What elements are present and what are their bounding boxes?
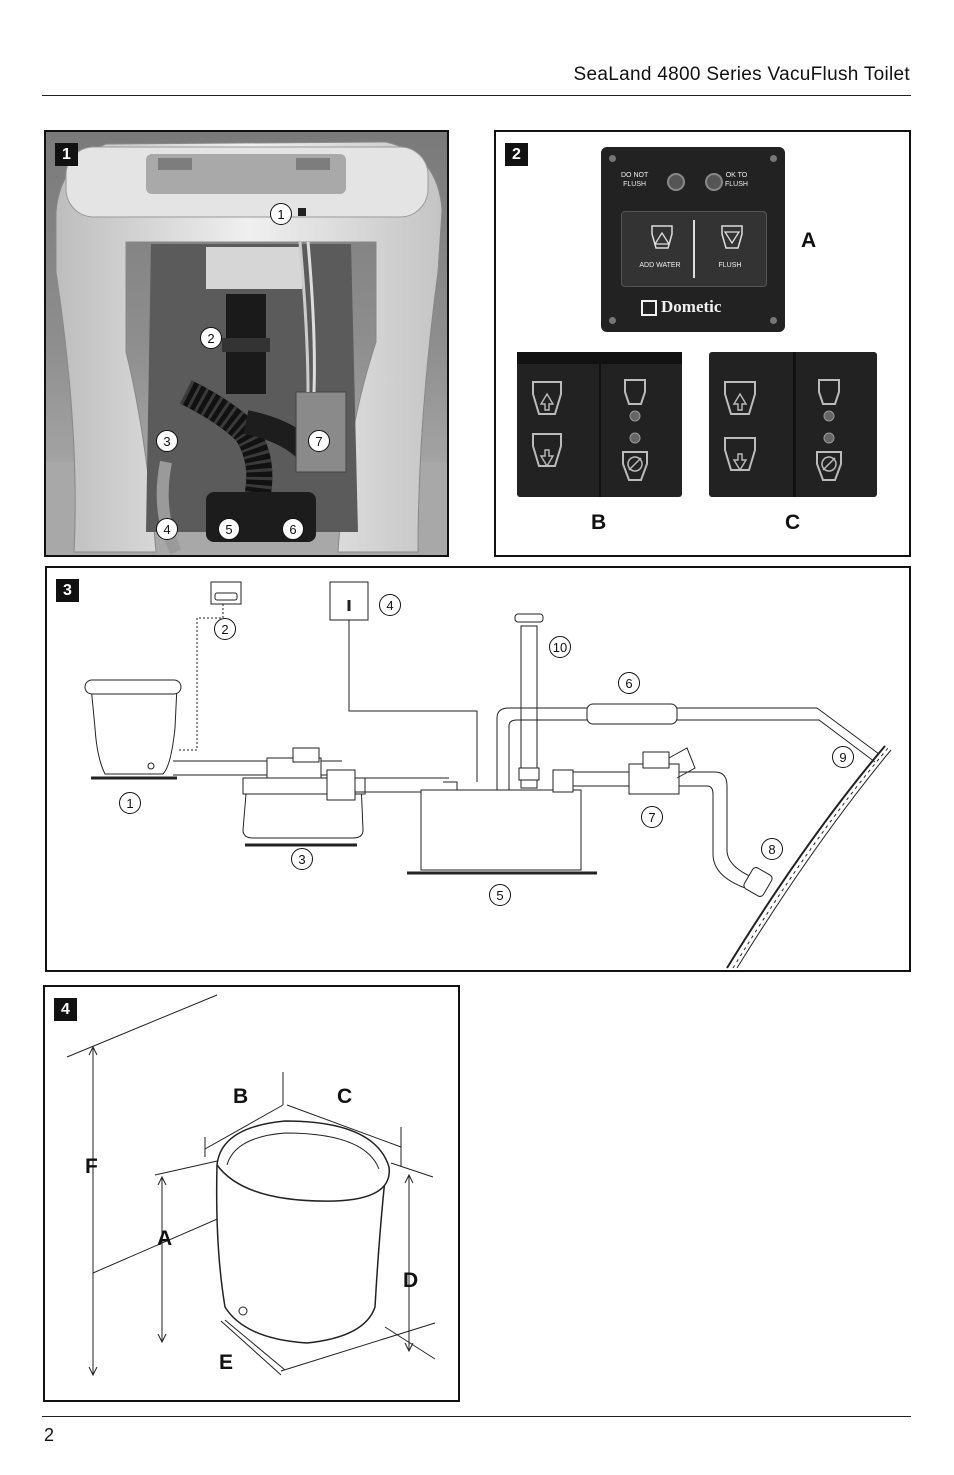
page-number: 2 — [44, 1425, 55, 1445]
figure-1-callout-3: 3 — [156, 430, 178, 452]
add-water-label: ADD WATER — [639, 262, 681, 269]
figure-3-number: 3 — [56, 579, 79, 602]
control-panel-c — [709, 352, 877, 497]
figure-3-callout-1: 1 — [119, 792, 141, 814]
figure-1-photo-panel: 1 1 2 3 4 — [44, 130, 449, 557]
figure-1-callout-1: 1 — [270, 203, 292, 225]
panel-b-icons — [532, 379, 648, 481]
figure-3-callout-3: 3 — [291, 848, 313, 870]
dimension-a-label: A — [157, 1227, 173, 1250]
add-water-flush-icons — [651, 225, 743, 249]
figure-4-dimensions-drawing: 4 — [43, 985, 460, 1402]
footer-rule — [42, 1416, 911, 1417]
panel-c-icons — [724, 379, 842, 481]
ok-to-flush-indicator-light — [705, 173, 723, 191]
do-not-flush-indicator-light — [667, 173, 685, 191]
header-rule — [42, 95, 911, 96]
figure-3-callout-6: 6 — [618, 672, 640, 694]
figure-3-callout-9: 9 — [832, 746, 854, 768]
dimension-f-label: F — [85, 1155, 98, 1178]
ok-to-flush-label-2: FLUSH — [725, 181, 748, 188]
dometic-logo-icon — [641, 300, 657, 317]
figure-3-callout-7: 7 — [641, 806, 663, 828]
figure-3-system-diagram: 3 — [45, 566, 911, 972]
figure-2-letter-c: C — [785, 511, 801, 534]
ok-to-flush-label-1: OK TO — [725, 172, 748, 179]
dimension-c-label: C — [337, 1085, 353, 1108]
figure-1-callout-2: 2 — [200, 327, 222, 349]
figure-2-letter-a: A — [801, 229, 817, 252]
figure-1-callout-7: 7 — [308, 430, 330, 452]
figure-3-callout-5: 5 — [489, 884, 511, 906]
figure-1-callout-6: 6 — [282, 518, 304, 540]
document-title: SeaLand 4800 Series VacuFlush Toilet — [573, 64, 910, 85]
control-panel-b — [517, 352, 682, 497]
figure-4-number: 4 — [54, 998, 77, 1021]
figure-1-number: 1 — [55, 143, 78, 166]
figure-3-callout-2: 2 — [214, 618, 236, 640]
dometic-brand: Dometic — [661, 297, 722, 316]
dimension-d-label: D — [403, 1269, 419, 1292]
plumbing-layout-drawing — [84, 581, 892, 969]
rocker-switch: ADD WATER FLUSH — [621, 211, 767, 287]
figure-2-letter-b: B — [591, 511, 607, 534]
figure-3-callout-4: 4 — [379, 594, 401, 616]
toilet-underside-photo — [46, 132, 447, 555]
control-panel-a: DO NOT FLUSH OK TO FLUSH ADD WATER FLUSH… — [601, 147, 785, 332]
figure-1-callout-5: 5 — [218, 518, 240, 540]
figure-1-callout-4: 4 — [156, 518, 178, 540]
flush-label: FLUSH — [718, 262, 742, 269]
figure-3-callout-8: 8 — [761, 838, 783, 860]
figure-2-panels: 2 DO NOT FLUSH OK TO FLUSH ADD WATER FLU… — [494, 130, 911, 557]
do-not-flush-label-2: FLUSH — [623, 181, 647, 188]
figure-3-callout-10: 10 — [549, 636, 571, 658]
figure-2-number: 2 — [505, 143, 528, 166]
toilet-dimension-drawing — [66, 994, 436, 1377]
do-not-flush-label-1: DO NOT — [621, 172, 649, 179]
dimension-e-label: E — [219, 1351, 234, 1374]
dimension-b-label: B — [233, 1085, 249, 1108]
